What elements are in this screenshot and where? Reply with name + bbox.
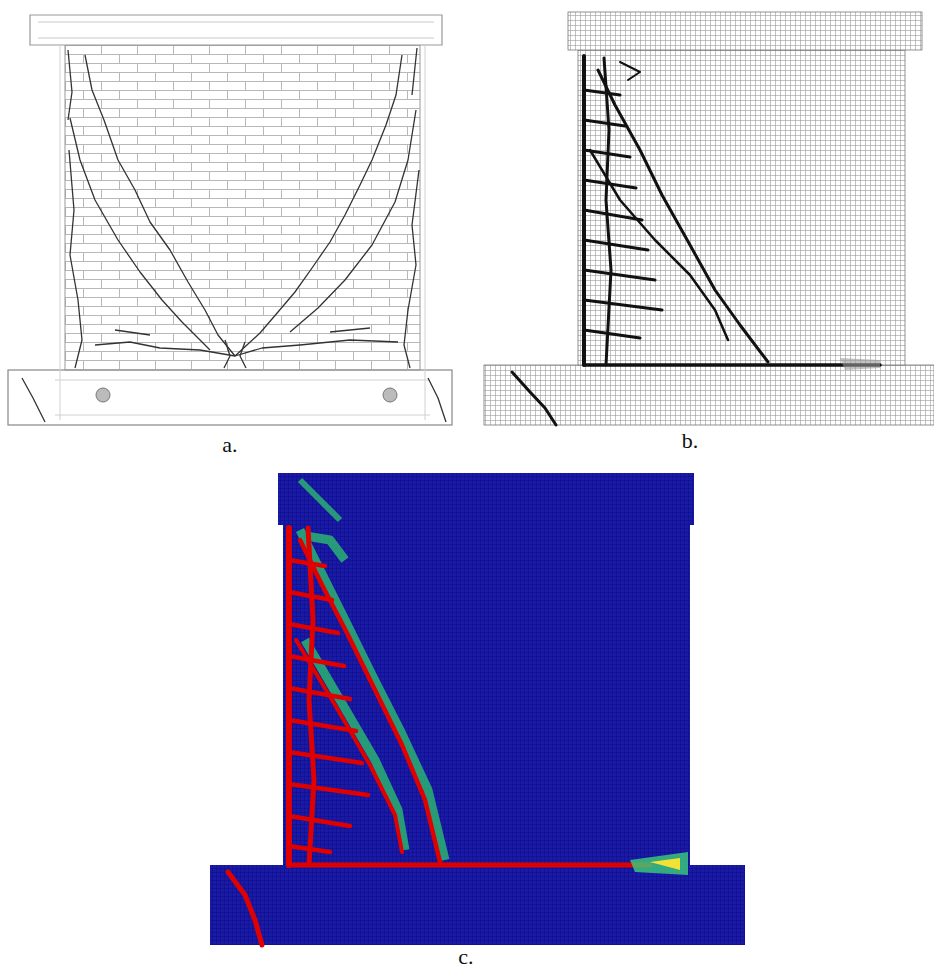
panel-a-sketch (8, 15, 452, 425)
panel-label: a. (222, 432, 237, 458)
panel-label: b. (682, 428, 699, 454)
panel-b-mesh (484, 12, 934, 425)
panel-c-contour (210, 473, 745, 945)
panel-label: c. (458, 944, 473, 970)
